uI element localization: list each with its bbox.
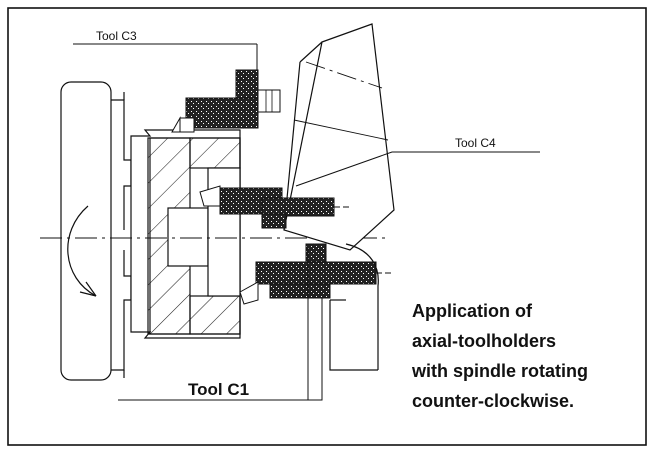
- chuck-jaw-lower: [111, 250, 132, 371]
- caption-line-4: counter-clockwise.: [412, 391, 574, 411]
- chuck-body: [60, 81, 112, 381]
- caption-line-3: with spindle rotating: [411, 361, 588, 381]
- tool-c4: [199, 151, 540, 229]
- caption-line-2: axial-toolholders: [412, 331, 556, 351]
- turret-lower-body: [329, 243, 379, 371]
- label-tool-c4: Tool C4: [455, 136, 496, 150]
- chuck-jaw-upper: [111, 99, 132, 230]
- label-tool-c3: Tool C3: [96, 29, 137, 43]
- label-tool-c1: Tool C1: [188, 380, 249, 399]
- rotation-arrowhead: [79, 281, 97, 297]
- workpiece-bore: [167, 207, 209, 267]
- caption-line-1: Application of: [412, 301, 533, 321]
- figure-frame: [7, 7, 647, 446]
- tool-c1: [118, 243, 392, 401]
- rotation-arrow: [67, 205, 97, 297]
- tool-c3: [73, 43, 281, 133]
